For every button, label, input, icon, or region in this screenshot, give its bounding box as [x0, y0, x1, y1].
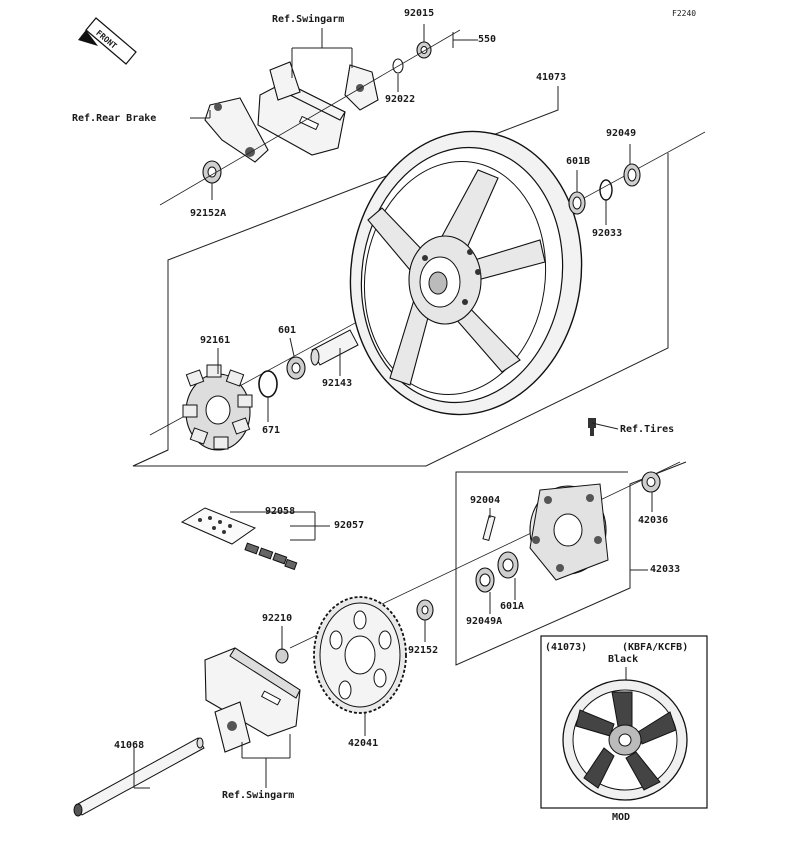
label-92049[interactable]: 92049 — [606, 128, 637, 139]
axle-41068 — [73, 737, 205, 817]
label-601b[interactable]: 601B — [566, 156, 591, 167]
damper-92161 — [182, 364, 253, 451]
circlip-92033 — [599, 179, 613, 201]
label-92210[interactable]: 92210 — [262, 613, 293, 624]
label-41068[interactable]: 41068 — [114, 740, 145, 751]
label-601a[interactable]: 601A — [500, 601, 525, 612]
label-601[interactable]: 601 — [278, 325, 297, 336]
label-92033[interactable]: 92033 — [592, 228, 623, 239]
inset-part-ref: (41073) — [545, 642, 588, 653]
swingarm-bracket-bottom — [204, 647, 301, 753]
label-92049a[interactable]: 92049A — [466, 616, 503, 627]
nut-92210 — [275, 648, 289, 664]
label-92015[interactable]: 92015 — [404, 8, 435, 19]
label-42033[interactable]: 42033 — [650, 564, 681, 575]
nut-92015 — [416, 41, 432, 59]
valve-icon — [588, 418, 619, 436]
rear-wheel — [349, 130, 583, 416]
collar-92152a — [202, 160, 222, 184]
bearing-601 — [286, 356, 306, 380]
seal-92049 — [623, 163, 641, 187]
inset-footer: MOD — [612, 812, 631, 823]
label-92161[interactable]: 92161 — [200, 335, 231, 346]
label-42036[interactable]: 42036 — [638, 515, 669, 526]
label-ref-swingarm-top[interactable]: Ref.Swingarm — [272, 14, 345, 25]
spacer-92143 — [310, 329, 359, 366]
bearing-601a — [497, 551, 519, 579]
label-92057[interactable]: 92057 — [334, 520, 365, 531]
coupling-42033 — [529, 483, 609, 581]
diagram-id: F2240 — [672, 9, 697, 18]
chain-92057 — [180, 507, 298, 571]
label-ref-tires[interactable]: Ref.Tires — [620, 424, 675, 435]
label-92152a[interactable]: 92152A — [190, 208, 227, 219]
collar-42036 — [641, 471, 661, 493]
seal-92049a — [475, 567, 495, 593]
label-92004[interactable]: 92004 — [470, 495, 501, 506]
upper-axle-line — [159, 29, 461, 206]
bearing-601b — [568, 191, 586, 215]
label-ref-rear-brake[interactable]: Ref.Rear Brake — [72, 113, 157, 124]
sprocket-42041 — [313, 596, 407, 714]
coupling-frame — [455, 461, 687, 666]
label-550[interactable]: 550 — [478, 34, 497, 45]
label-92058[interactable]: 92058 — [265, 506, 296, 517]
label-42041[interactable]: 42041 — [348, 738, 379, 749]
stud-92004 — [482, 515, 496, 541]
brake-caliper-bracket — [204, 97, 269, 163]
swingarm-bracket-top — [257, 61, 346, 156]
leader-lines — [133, 24, 653, 789]
variant-inset — [540, 635, 708, 809]
label-ref-swingarm-bottom[interactable]: Ref.Swingarm — [222, 790, 295, 801]
front-arrow-icon — [78, 17, 137, 65]
inset-color: Black — [608, 654, 639, 665]
collar-92152 — [416, 599, 434, 621]
label-92143[interactable]: 92143 — [322, 378, 353, 389]
label-92022[interactable]: 92022 — [385, 94, 416, 105]
oring-671 — [258, 370, 278, 398]
label-92152[interactable]: 92152 — [408, 645, 439, 656]
label-41073[interactable]: 41073 — [536, 72, 567, 83]
inset-variant: (KBFA/KCFB) — [622, 642, 689, 653]
label-671[interactable]: 671 — [262, 425, 281, 436]
